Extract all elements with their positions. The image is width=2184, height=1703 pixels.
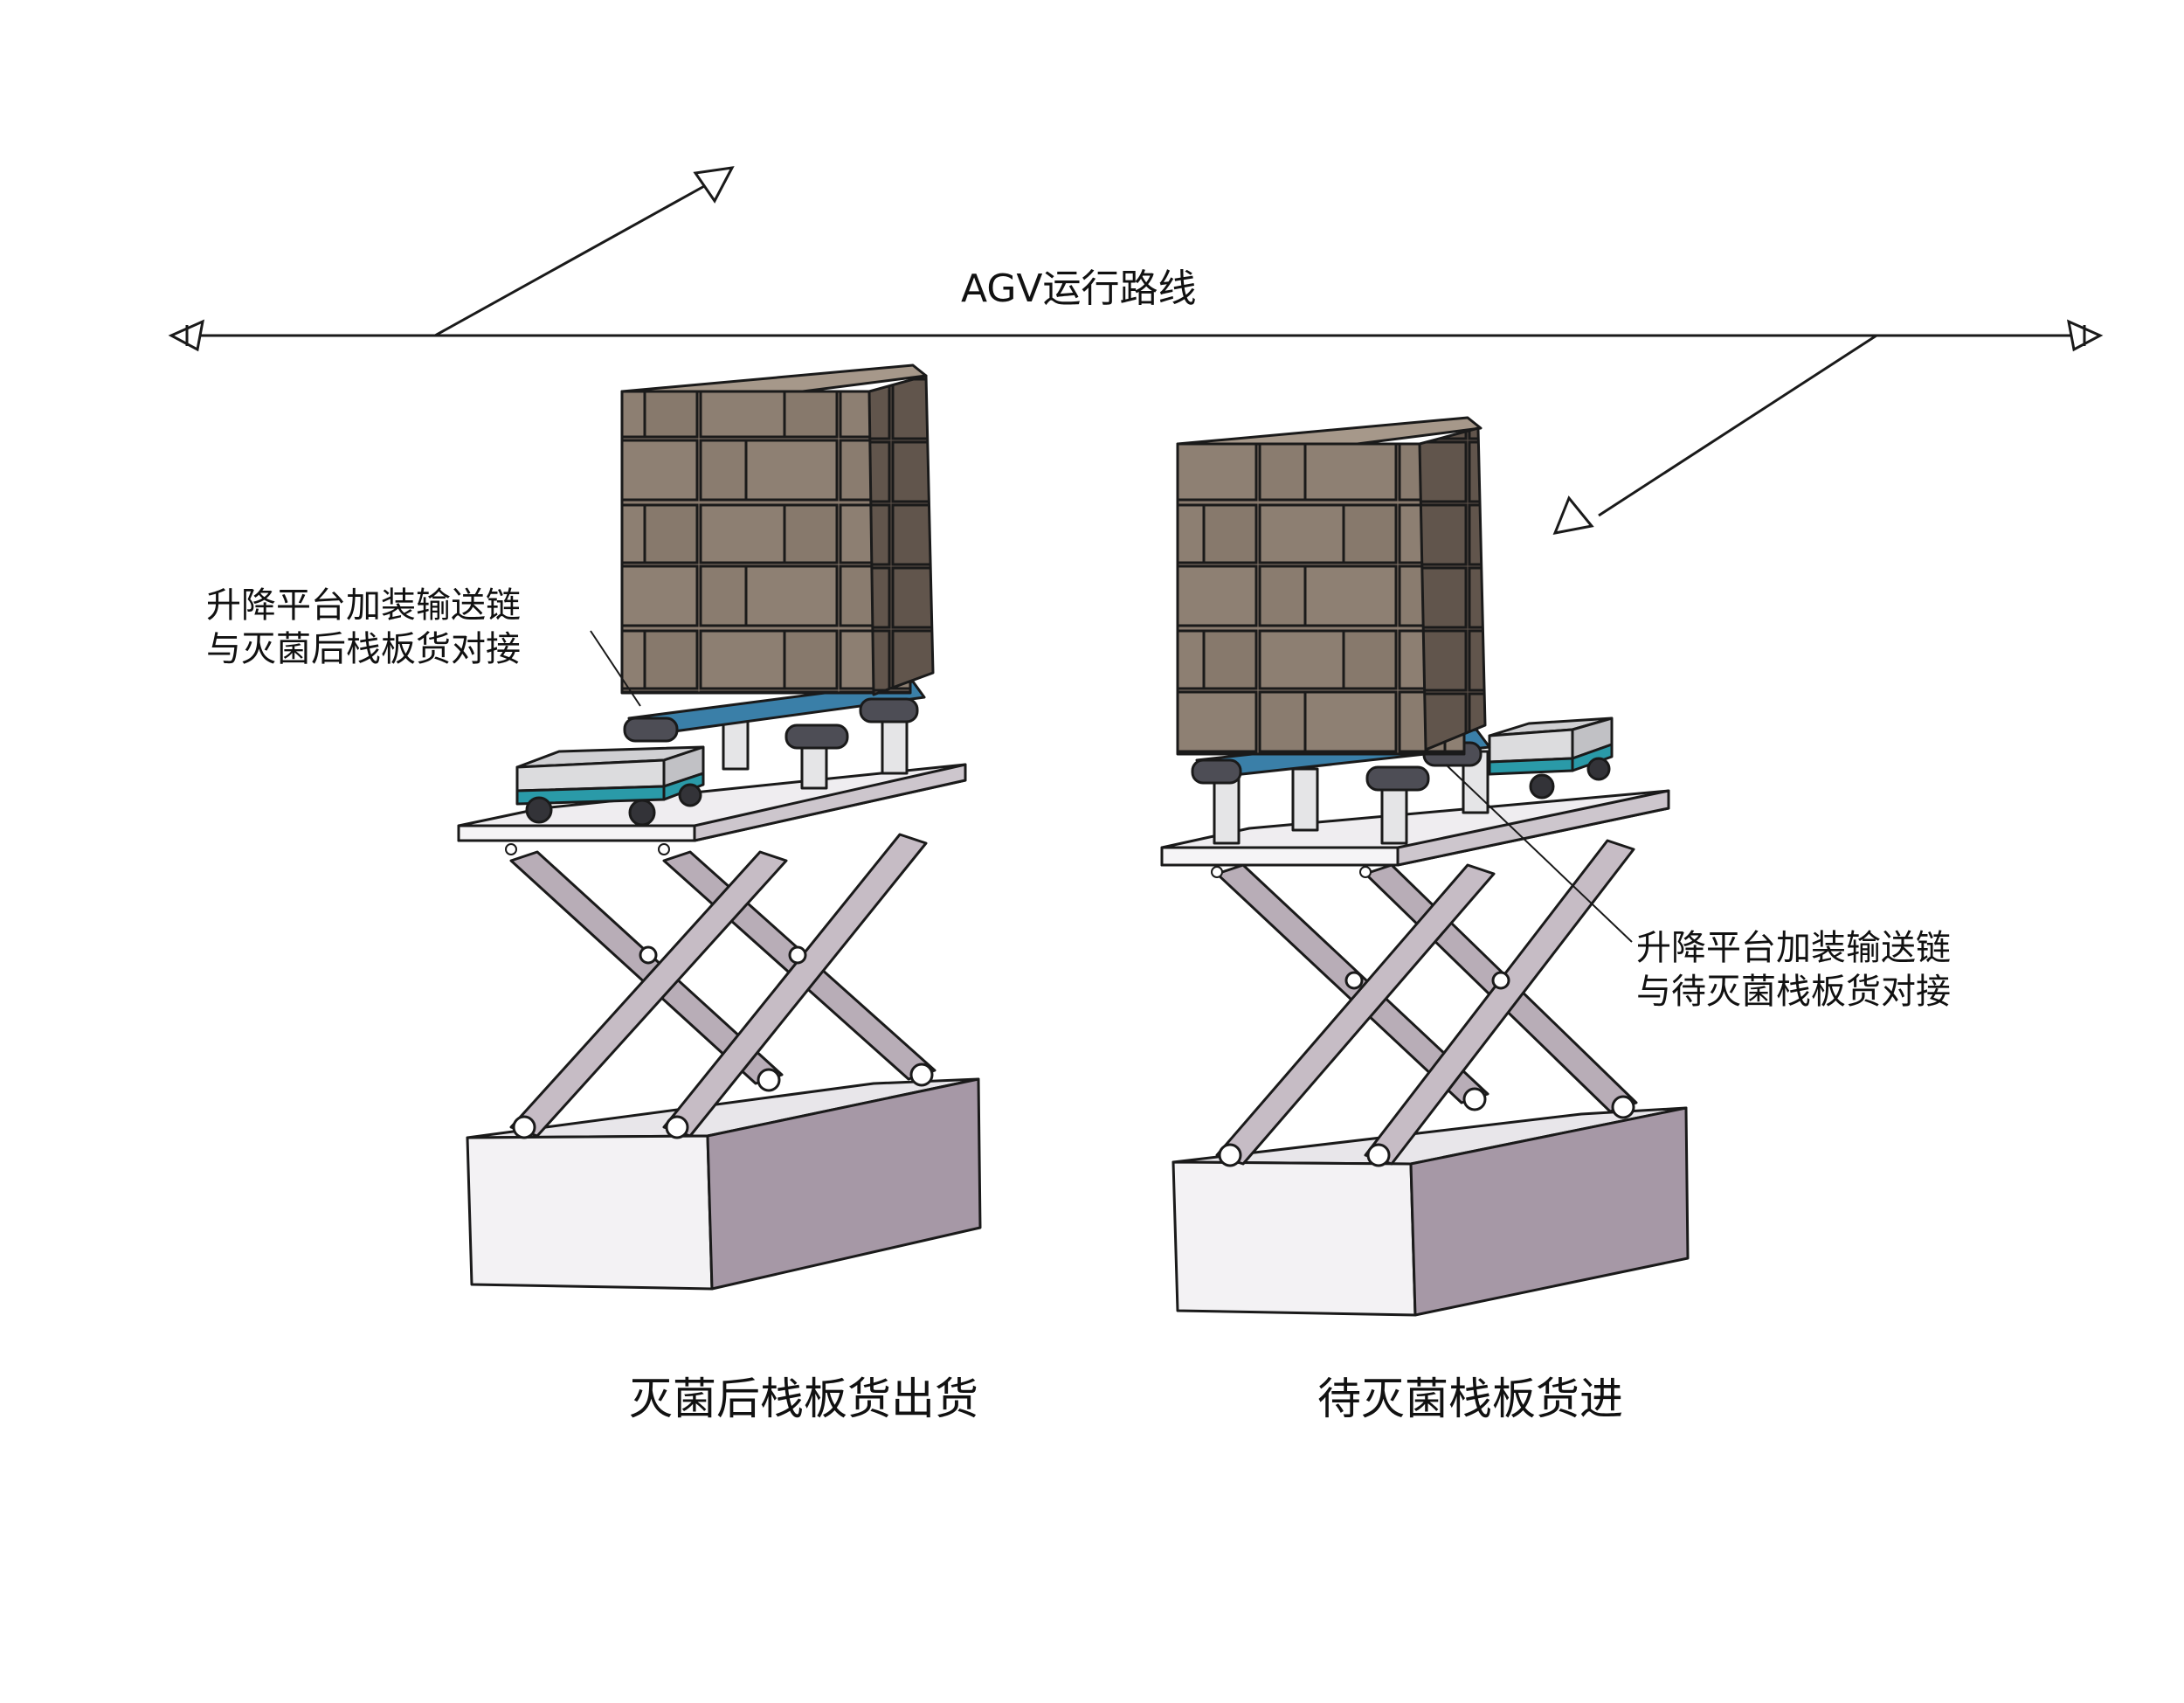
route-branch-down	[1598, 334, 1877, 517]
lift-platform	[457, 763, 967, 855]
agv-route: AGV运行路线	[168, 166, 2104, 535]
left-callout-leader	[590, 630, 641, 707]
conveyor-posts	[1213, 750, 1489, 845]
left-callout-line-1: 升降平台加装输送链	[206, 585, 521, 626]
carton-stack	[1176, 416, 1487, 756]
carton-stack	[620, 363, 935, 696]
scissor-mechanism	[1215, 839, 1638, 1167]
right-caption: 待灭菌栈板货进	[1317, 1374, 1623, 1424]
agv-vehicle	[1488, 717, 1614, 800]
agv-vehicle	[515, 745, 705, 827]
right-callout-leader	[1445, 764, 1633, 943]
right-station: 升降平台加装输送链 与待灭菌栈板货对接 待灭菌栈板货进	[1160, 416, 1951, 1424]
left-callout-line-2: 与灭菌后栈板货对接	[206, 629, 521, 669]
left-callout: 升降平台加装输送链 与灭菌后栈板货对接	[206, 585, 641, 707]
route-label: AGV运行路线	[961, 267, 1197, 311]
scissor-mechanism	[509, 833, 936, 1139]
left-station: 升降平台加装输送链 与灭菌后栈板货对接 灭菌后栈板货出货	[206, 363, 982, 1424]
left-caption: 灭菌后栈板货出货	[629, 1374, 978, 1424]
lift-platform	[1160, 789, 1670, 878]
route-arrow-up-icon	[693, 166, 735, 204]
right-callout-line-2: 与待灭菌栈板货对接	[1636, 972, 1951, 1012]
right-callout-line-1: 升降平台加装输送链	[1636, 928, 1951, 968]
right-callout: 升降平台加装输送链 与待灭菌栈板货对接	[1445, 764, 1951, 1012]
lift-base	[466, 1077, 982, 1291]
route-arrow-down-icon	[1552, 495, 1594, 535]
lift-base	[1171, 1106, 1690, 1317]
route-branch-up	[434, 183, 707, 337]
conveyor-chain	[623, 680, 926, 750]
